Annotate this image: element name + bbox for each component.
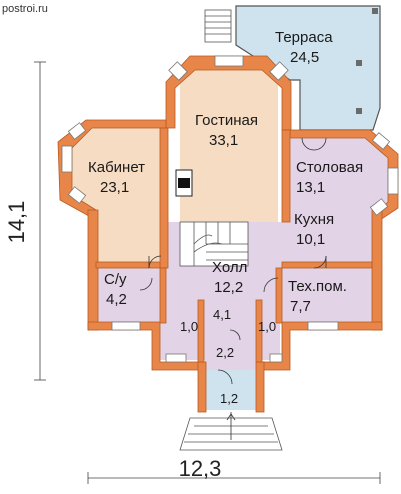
vestibule-floor (205, 342, 257, 370)
study-area-value: 23,1 (100, 179, 129, 196)
vestibule-area: 2,2 (216, 345, 234, 360)
watermark: postroi.ru (2, 3, 48, 15)
door-arc (217, 369, 233, 385)
kitchen-area-value: 10,1 (296, 231, 325, 248)
terrace-post (356, 60, 362, 66)
doors (139, 137, 327, 385)
dimension-lines (34, 61, 381, 484)
door-arc (313, 137, 327, 151)
door-arc (139, 277, 153, 291)
terrace-steps (204, 9, 232, 43)
tech-room-floor (282, 268, 372, 323)
wall-living-dining (281, 129, 291, 223)
tech-name: Тех.пом. (288, 278, 347, 295)
height-dimension: 14,1 (4, 201, 29, 244)
bath-floor (96, 268, 160, 323)
door-arc (301, 137, 315, 151)
terrace-post (372, 8, 378, 14)
wall-hall-tech (275, 267, 283, 324)
small-room-2-area: 4,1 (213, 307, 231, 322)
study-floor (72, 128, 165, 268)
porch-floor (205, 370, 257, 410)
terrace-post (356, 108, 362, 114)
tech-area-value: 7,7 (290, 298, 311, 315)
bath-area-value: 4,2 (106, 291, 127, 308)
living-name: Гостиная (195, 112, 258, 129)
terrace-area-value: 24,5 (290, 49, 319, 66)
living-room-floor (180, 64, 278, 222)
study-name: Кабинет (88, 159, 145, 176)
living-area-value: 33,1 (209, 132, 238, 149)
windows (61, 55, 399, 363)
small-room-1-area: 1,0 (180, 319, 198, 334)
hall-area-value: 12,2 (214, 279, 243, 296)
entrance-steps (179, 412, 283, 451)
wall-bath-hall (159, 267, 167, 324)
porch-area: 1,2 (220, 391, 238, 406)
hall-name: Холл (212, 259, 247, 276)
door-arc (229, 329, 241, 341)
door-arc (263, 277, 279, 293)
dining-kitchen-floor (290, 138, 388, 268)
dining-area-value: 13,1 (296, 179, 325, 196)
wall-study-living (159, 127, 169, 269)
width-dimension: 12,3 (179, 456, 222, 481)
stairs (179, 221, 249, 267)
small-room-3-area: 1,0 (258, 319, 276, 334)
terrace-name: Терраса (275, 29, 333, 46)
wall-kitchen-tech (281, 261, 373, 269)
dining-name: Столовая (296, 159, 363, 176)
kitchen-name: Кухня (294, 211, 334, 228)
bath-name: С/у (104, 271, 127, 288)
wall-study-bath (95, 261, 161, 269)
fireplace-icon (175, 169, 193, 197)
